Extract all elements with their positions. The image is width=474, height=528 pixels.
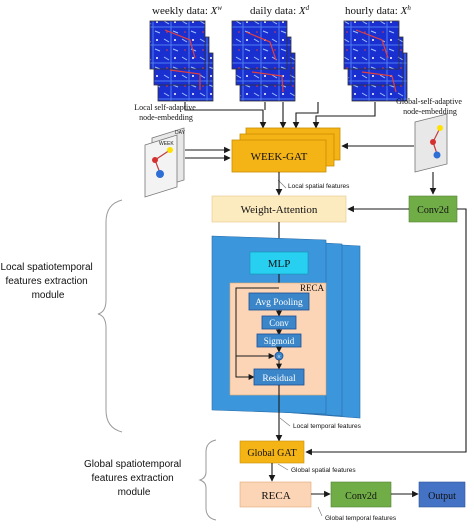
weight-attention-block: Weight-Attention (211, 195, 347, 223)
svg-text:WEEK: WEEK (159, 141, 174, 147)
svg-text:Local temporal features: Local temporal features (293, 423, 362, 430)
svg-text:Sigmoid: Sigmoid (264, 336, 295, 346)
global-embedding-label: Global-self-adaptive node-embedding (396, 97, 464, 116)
mlp-block: MLP (249, 251, 309, 275)
residual-block: Residual (253, 368, 305, 386)
reca-bottom-block: RECA (239, 481, 312, 508)
local-temporal-annotation: Local temporal features (279, 417, 362, 430)
svg-text:RECA: RECA (261, 490, 290, 502)
local-embedding-arrows (185, 146, 231, 162)
global-module-brace (198, 439, 217, 521)
sigmoid-block: Sigmoid (256, 333, 302, 348)
week-gat-stack: WEEK-GAT (231, 127, 341, 173)
svg-text:Global GAT: Global GAT (247, 448, 296, 459)
svg-text:Avg Pooling: Avg Pooling (255, 298, 303, 308)
svg-text:Conv2d: Conv2d (417, 205, 449, 216)
global-gat-block: Global GAT (239, 440, 305, 464)
arrow-conv2d-to-globalgat (305, 208, 467, 456)
global-temporal-annotation: Global temporal features (317, 506, 397, 522)
weekly-data-stack (149, 20, 214, 102)
global-embedding-card (414, 113, 448, 173)
output-block: Output (418, 481, 466, 508)
svg-text:Output: Output (428, 491, 456, 502)
global-embedding-arrows (341, 142, 437, 195)
svg-text:Weight-Attention: Weight-Attention (241, 204, 318, 216)
input-arrows (184, 102, 376, 128)
daily-data-stack (231, 20, 296, 102)
svg-text:Global spatial features: Global spatial features (291, 467, 356, 474)
local-module-label: Local spatiotemporal features extraction… (0, 262, 95, 301)
svg-text:Conv: Conv (269, 318, 289, 328)
local-module-brace (97, 199, 123, 433)
svg-text:RECA: RECA (300, 283, 325, 293)
reca-skip-connections (235, 287, 279, 380)
conv2d-bottom-block: Conv2d (330, 481, 392, 508)
global-module-label: Global spatiotemporal features extractio… (84, 459, 184, 498)
global-spatial-annotation: Global spatial features (277, 463, 356, 474)
conv2d-top-block: Conv2d (408, 195, 458, 223)
svg-text:Local spatial features: Local spatial features (288, 183, 350, 190)
hourly-data-label: hourly data: Xh (345, 4, 411, 17)
hourly-data-stack (343, 20, 408, 102)
week-gat-block (231, 139, 327, 173)
svg-text:×: × (277, 353, 281, 361)
svg-text:MLP: MLP (268, 258, 291, 270)
weekly-data-label: weekly data: Xw (152, 4, 222, 17)
svg-text:WEEK-GAT: WEEK-GAT (251, 151, 308, 163)
svg-text:Conv2d: Conv2d (345, 491, 377, 502)
avg-pooling-block: Avg Pooling (248, 292, 310, 311)
svg-text:DAY: DAY (175, 130, 186, 136)
conv-block: Conv (261, 315, 297, 330)
local-spatial-annotation: Local spatial features (277, 179, 350, 190)
local-embedding-label: Local self-adaptive node-embedding (134, 103, 198, 122)
svg-text:Global temporal features: Global temporal features (325, 515, 397, 522)
local-embedding-cards: DAY WEEK (144, 127, 186, 198)
svg-text:Residual: Residual (262, 374, 296, 384)
daily-data-label: daily data: Xd (250, 4, 310, 17)
